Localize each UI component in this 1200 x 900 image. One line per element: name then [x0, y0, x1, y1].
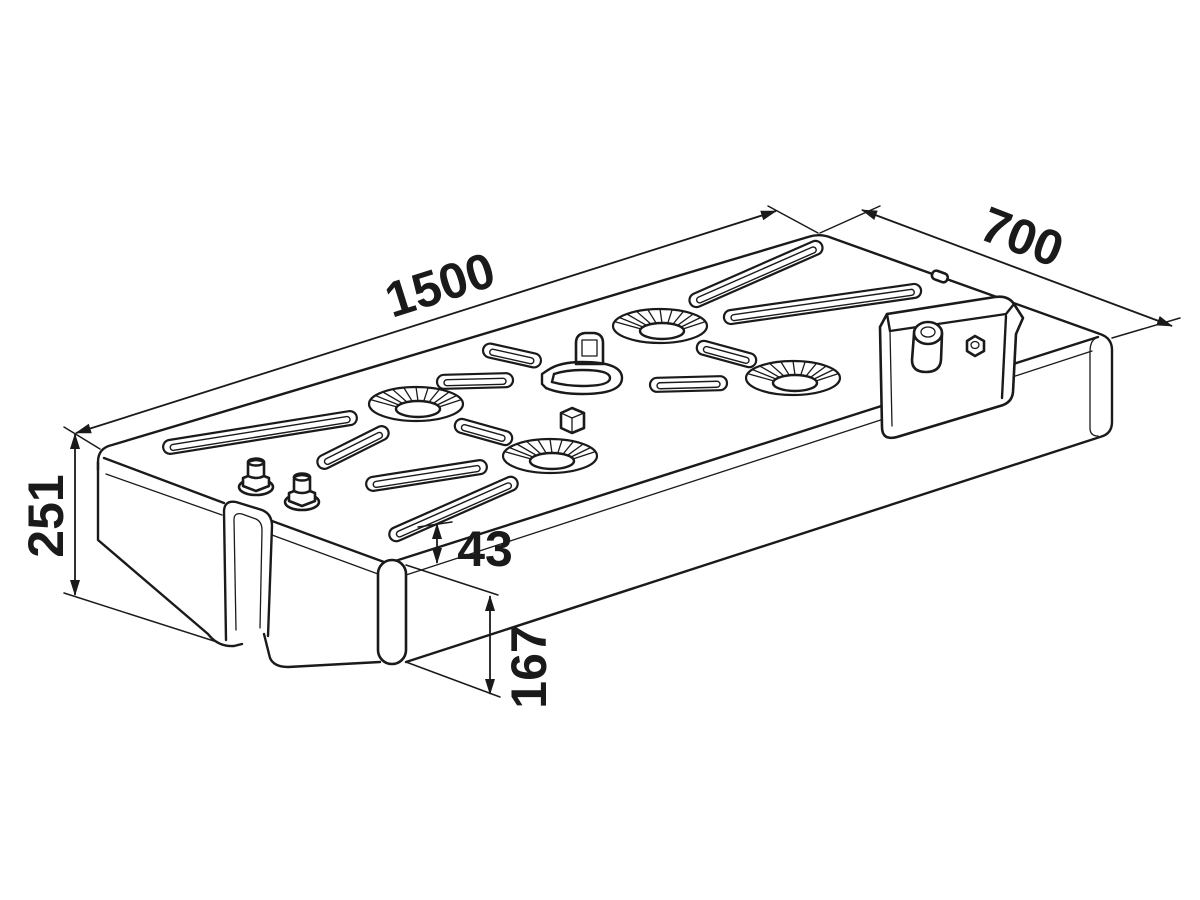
bracket-fold [1000, 314, 1008, 400]
bracket-knob-center [920, 326, 936, 338]
slot-outline [453, 417, 514, 447]
top-left-edge [102, 456, 386, 564]
bracket-inner-edge [889, 330, 893, 427]
slot-outline [695, 339, 758, 369]
bolt-stud [246, 458, 266, 480]
dimension-overall-height: 251 [18, 433, 215, 642]
dimension-line [861, 209, 1173, 327]
right-end-fillet [1089, 337, 1099, 437]
dimension-top-height: 43 [417, 521, 513, 577]
fitting-ring-inner [550, 368, 612, 388]
bolt-stud-top [246, 457, 266, 467]
slot [435, 372, 515, 390]
extension-line [1111, 317, 1181, 339]
hole-bottom [528, 451, 576, 471]
hex-nut [559, 406, 586, 435]
slot [695, 339, 758, 369]
dim-width-label: 700 [973, 196, 1071, 278]
filler-fitting [540, 331, 624, 396]
front-left-corner [376, 558, 408, 666]
slot [648, 375, 729, 393]
slot [316, 425, 390, 470]
bracket-plate [878, 295, 1025, 440]
slot-outline [435, 372, 515, 390]
dim-overall-height-label: 251 [18, 474, 74, 557]
dim-body-height-label: 167 [501, 625, 557, 708]
left-end-outline [96, 460, 244, 648]
dimension-body-height: 167 [405, 564, 557, 709]
bolt-terminal [237, 457, 275, 497]
slot-outline [648, 375, 729, 393]
back-edge-notch [930, 269, 950, 284]
bolt-stud-top [292, 472, 312, 482]
bracket-bolt [965, 334, 986, 358]
slot [481, 342, 543, 369]
extension-line [767, 205, 819, 234]
bracket-bolt-center [970, 340, 980, 350]
bolt-terminal [283, 472, 321, 512]
extension-line [63, 592, 215, 642]
left-end-recess-inner [233, 512, 263, 631]
slot-recess [372, 464, 481, 489]
tank-body [96, 234, 1114, 669]
slot-outline [365, 459, 488, 492]
extension-line [819, 205, 881, 234]
slot-outline [481, 342, 543, 369]
left-end-recess-outer [222, 500, 274, 642]
extension-line [405, 564, 499, 596]
slot-recess [395, 482, 513, 538]
mounting-bracket [878, 295, 1025, 440]
dim-length-label: 1500 [379, 242, 502, 329]
slot [162, 410, 358, 455]
fitting-ring-end [540, 368, 556, 390]
dimension-line [75, 210, 777, 434]
left-end-fillet [105, 473, 379, 575]
countersunk-hole [744, 359, 842, 397]
countersunk-hole [501, 437, 599, 475]
dim-top-height-label: 43 [457, 521, 513, 577]
countersunk-hole [367, 385, 465, 423]
left-end-lower-edge [262, 632, 382, 669]
tank-outer-silhouette [96, 234, 1114, 664]
bolt-stud [292, 473, 312, 495]
slot [453, 417, 514, 447]
bracket-knob-top [912, 320, 944, 346]
countersunk-hole [611, 307, 709, 345]
hole-cone-lines [503, 438, 597, 460]
slot [365, 459, 488, 492]
slot [388, 475, 519, 543]
extension-line [405, 661, 501, 698]
fitting-tab [574, 331, 605, 366]
extension-line [63, 426, 101, 450]
slot-recess [323, 431, 384, 466]
